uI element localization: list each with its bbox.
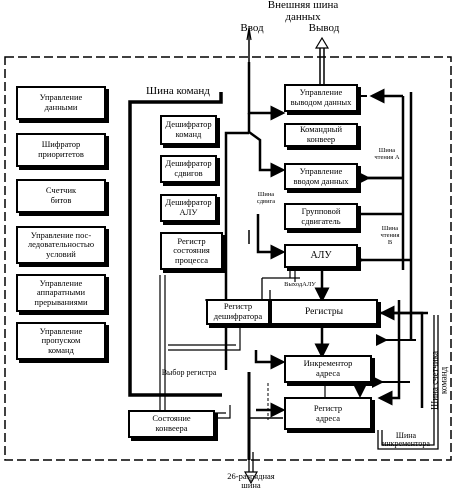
alu: АЛУ [284, 244, 358, 268]
left-block-priority-encoder: Шифратор приоритетов [16, 133, 106, 167]
shifter-to-alu [256, 214, 286, 260]
shift-decoder: Дешифратор сдвигов [160, 155, 217, 183]
chip-boundary [4, 56, 452, 461]
command-bus-title: Шина команд [146, 85, 210, 97]
decoder-register: Регистр дешифратора [206, 299, 270, 325]
input-to-pipeline [247, 62, 286, 121]
address-incrementer: Инкрементор адреса [284, 355, 372, 383]
input-label: Ввод [240, 22, 264, 34]
pipeline-to-command-bus [224, 131, 249, 370]
external-bus-label: Внешняя шина данных [267, 0, 339, 23]
command-decoder: Дешифратор команд [160, 115, 217, 145]
group-shifter: Групповой сдвигатель [284, 203, 358, 230]
left-block-bit-counter: Счетчик битов [16, 179, 106, 213]
incrementer-bus-label: Шина инкрементора [382, 431, 430, 449]
input-to-input-ctrl [247, 113, 286, 178]
address-bus-arrow [243, 471, 259, 485]
output-control: Управление выводом данных [284, 84, 358, 112]
process-status-register: Регистр состояния процесса [160, 232, 223, 270]
alu-decoder: Дешифратор АЛУ [160, 194, 217, 222]
left-block-skip-control: Управление пропуском команд [16, 322, 106, 360]
output-label: Вывод [308, 22, 340, 34]
pipeline-state: Состояние конвеера [128, 410, 215, 438]
register-select-label: Выбор регистра [161, 368, 217, 377]
command-bus-frame [128, 92, 223, 397]
left-block-condition-sequence: Управление пос- ледовательностью условий [16, 226, 106, 264]
address-bus-label: 26-разрядная шина [227, 471, 275, 490]
shift-bus-label: Шина сдвига [256, 191, 276, 205]
input-control: Управление вводом данных [284, 163, 358, 190]
registers: Регистры [270, 299, 378, 325]
address-register: Регистр адреса [284, 397, 372, 430]
bus-to-output-ctrl [372, 96, 405, 270]
bus-a-label: Шина чтения А [374, 147, 400, 161]
left-block-data-control: Управление данными [16, 86, 106, 120]
alu-output-label: ВыходАЛУ [284, 281, 316, 288]
bus-b-label: Шина чтения В [380, 225, 400, 246]
left-block-hw-interrupts: Управление аппаратными прерываниями [16, 274, 106, 312]
pc-bus-label: Шина счетчика команд [429, 351, 449, 410]
command-pipeline: Командный конвеер [284, 123, 358, 147]
